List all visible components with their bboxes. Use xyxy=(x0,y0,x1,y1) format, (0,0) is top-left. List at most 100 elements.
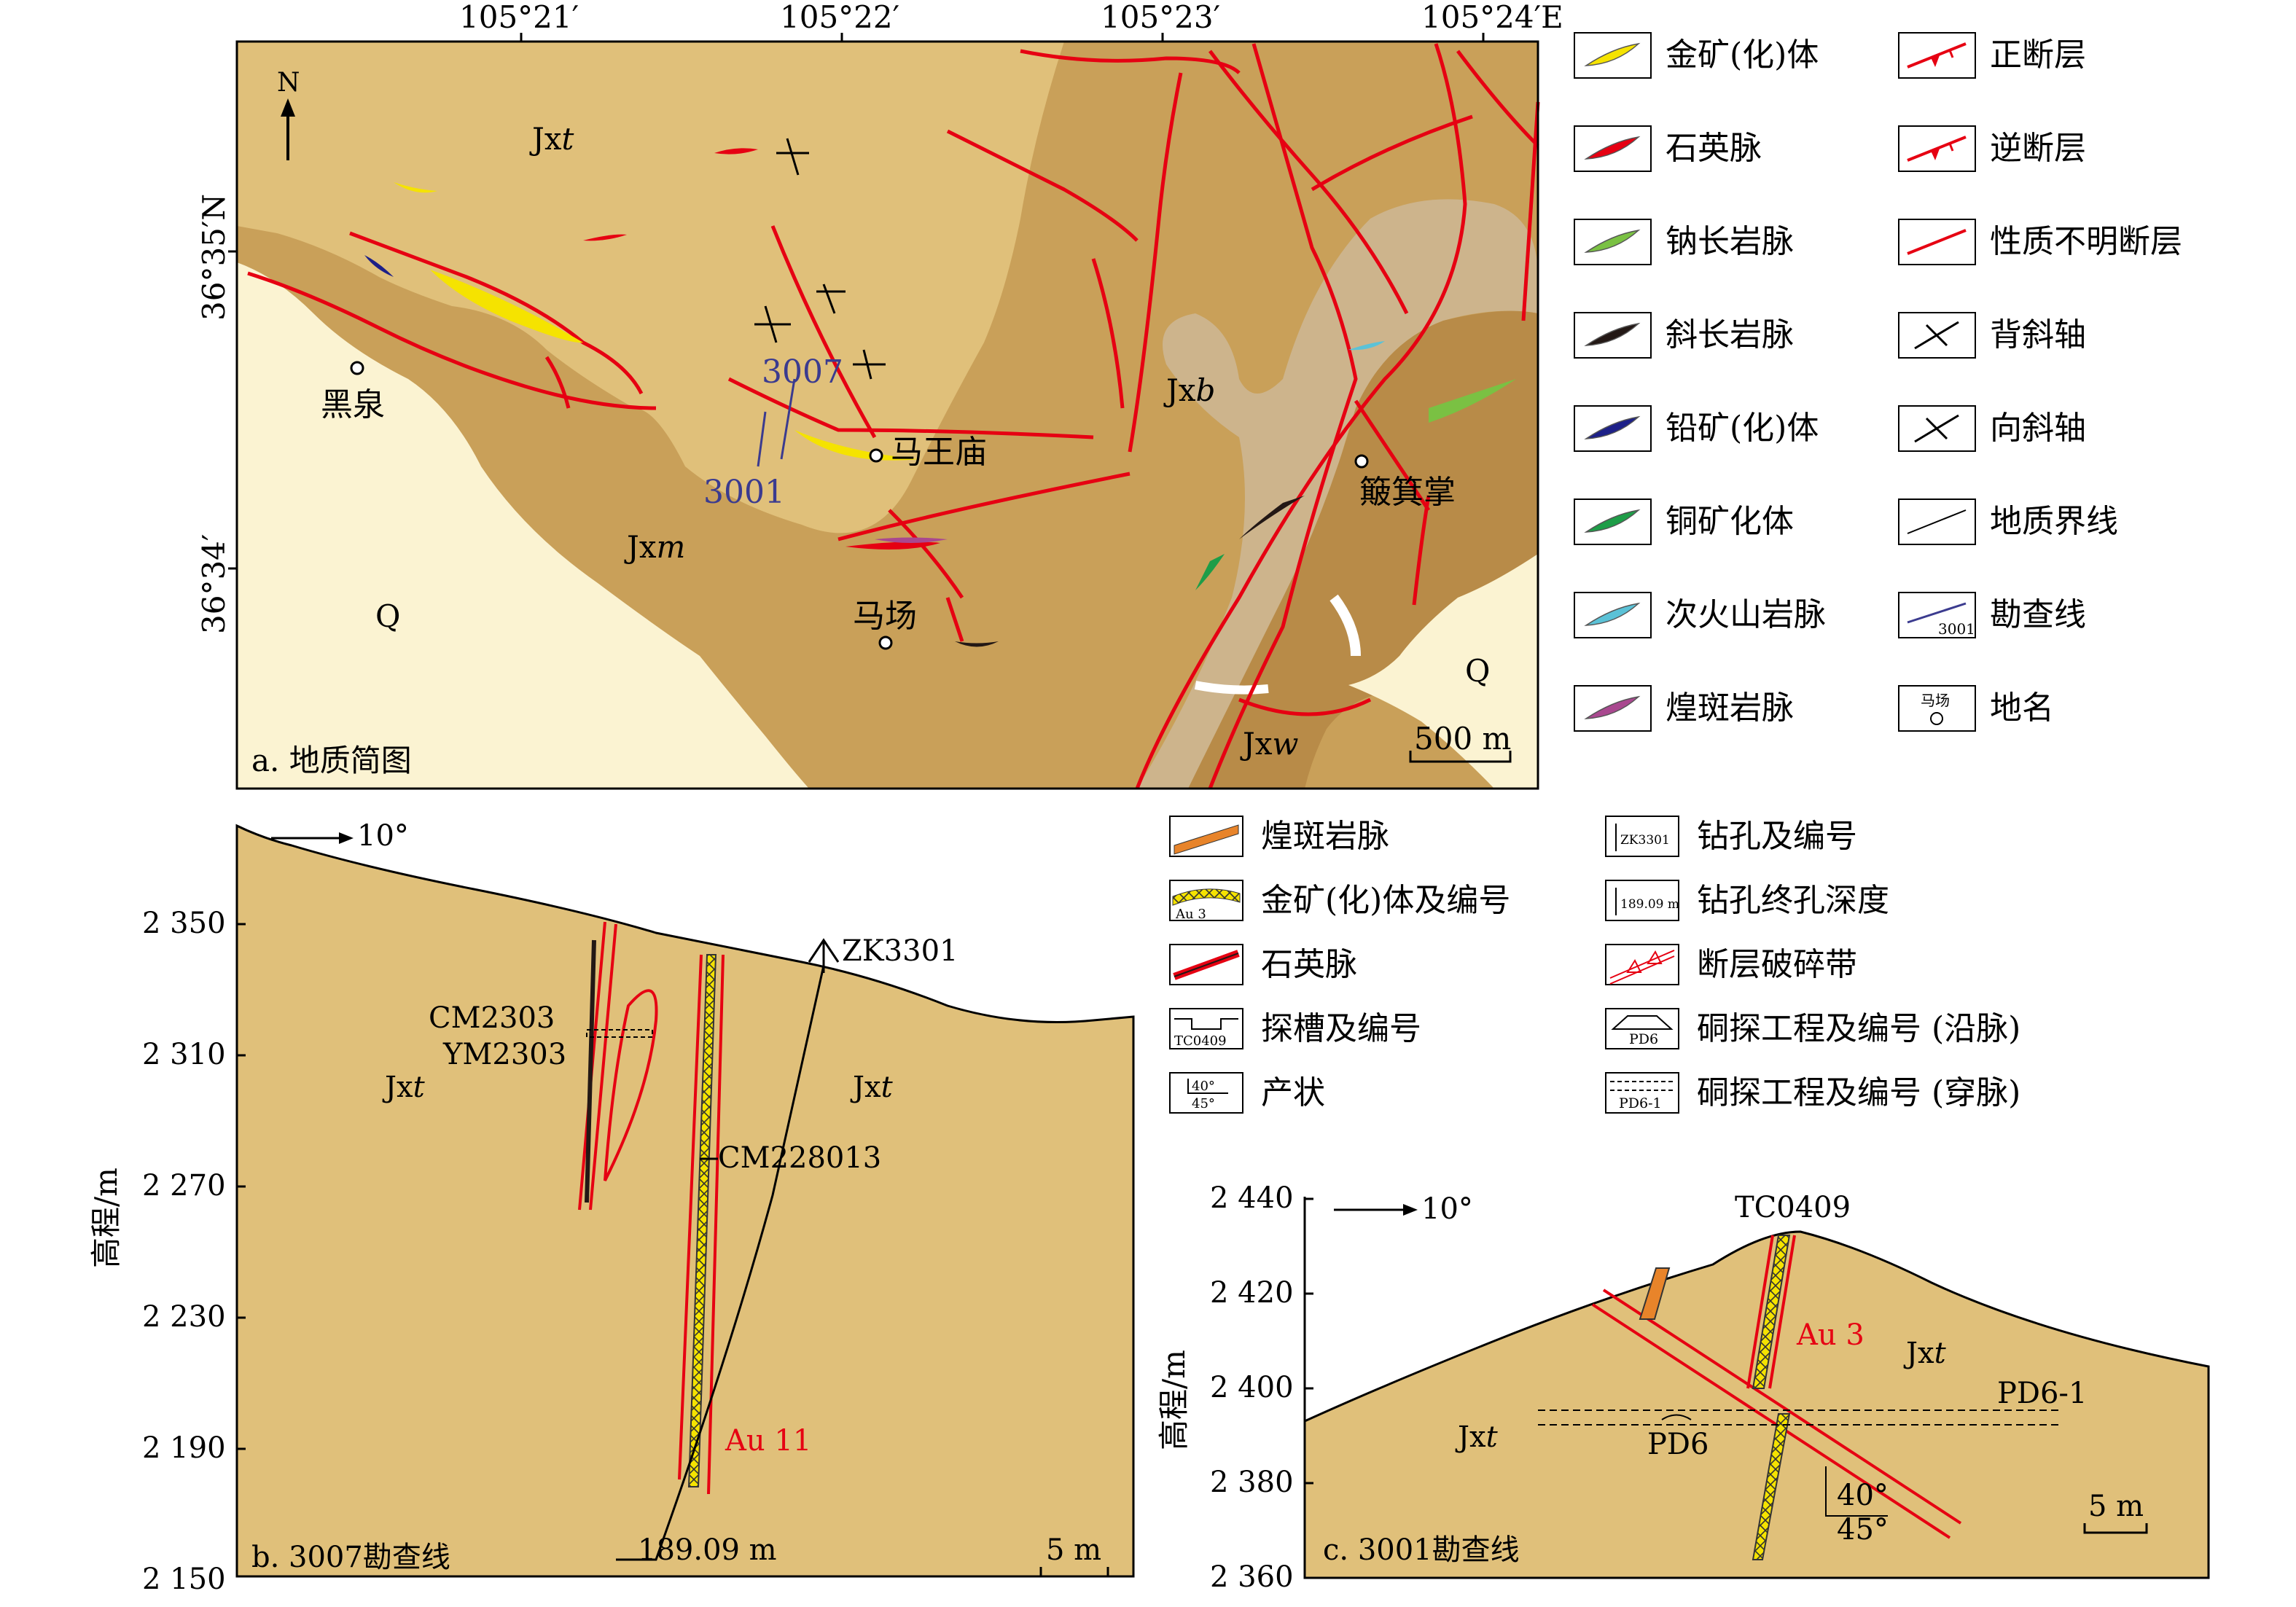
section-b-ytick-6: 2 150 xyxy=(142,1563,226,1596)
section-c-ytick-4: 2 380 xyxy=(1210,1466,1294,1499)
section-b-au11-label: Au 11 xyxy=(725,1424,811,1458)
subvolcanic-vein xyxy=(1348,341,1385,351)
legend-b-item: 石英脉 xyxy=(1169,944,1357,985)
section-b-ytick-3: 2 270 xyxy=(142,1169,226,1203)
legend-b-label: 硐探工程及编号 (沿脉) xyxy=(1697,1010,2020,1047)
legend-a-label: 勘查线 xyxy=(1990,596,2086,633)
section-c-ytick-3: 2 400 xyxy=(1210,1371,1294,1404)
svg-text:Au 3: Au 3 xyxy=(1175,907,1206,922)
section-c-scale-bar xyxy=(2083,1523,2148,1534)
section-c-pd6-label: PD6 xyxy=(1647,1428,1709,1461)
legend-a-item: 背斜轴 xyxy=(1898,312,2086,359)
legend-a-label: 煌斑岩脉 xyxy=(1666,689,1794,727)
unit-jxm-label: Jxm xyxy=(624,529,685,565)
svg-text:PD6: PD6 xyxy=(1629,1031,1658,1047)
legend-a-item: 铜矿化体 xyxy=(1574,498,1794,545)
section-c-pd61-label: PD6-1 xyxy=(1997,1377,2087,1410)
svg-text:45°: 45° xyxy=(1192,1096,1215,1111)
legend-a: 金矿(化)体石英脉钠长岩脉斜长岩脉铅矿(化)体铜矿化体次火山岩脉煌斑岩脉正断层逆… xyxy=(1574,32,2182,732)
fault-line xyxy=(1311,114,1473,192)
exploration-line-label-3007: 3007 xyxy=(762,353,843,391)
place-bojizhang: 簸箕掌 xyxy=(1359,474,1456,511)
fault-line xyxy=(837,472,1131,541)
lat-tick-2: 36°34′ xyxy=(196,534,232,634)
fault-line xyxy=(945,597,964,642)
legend-a-label: 向斜轴 xyxy=(1990,410,2086,447)
section-3001: 10° 2 440 2 420 2 400 2 380 2 360 高程/m T… xyxy=(1156,1181,2210,1594)
fault-line xyxy=(888,509,964,599)
legend-b-label: 煌斑岩脉 xyxy=(1261,818,1389,855)
fault-lines xyxy=(247,43,1540,789)
legend-a-label: 背斜轴 xyxy=(1990,316,2086,353)
legend-a-label: 斜长岩脉 xyxy=(1666,316,1794,353)
section-b-ground xyxy=(235,824,1135,1578)
section-b-jxt-left: Jxt xyxy=(382,1071,426,1104)
section-c-jxt-left: Jxt xyxy=(1455,1420,1499,1454)
section-3007: 10° 2 350 2 310 2 270 2 230 2 190 2 150 … xyxy=(88,819,1135,1596)
fault-line xyxy=(1208,50,1409,315)
unit-jxb-label: Jxb xyxy=(1163,372,1215,408)
legend-a-item: 金矿(化)体 xyxy=(1574,32,1819,79)
lon-tick-2: 105°22′ xyxy=(780,0,899,35)
section-b-scale-bar xyxy=(1039,1567,1109,1578)
legend-a-item: 煌斑岩脉 xyxy=(1574,685,1794,732)
section-b-caption: b. 3007勘查线 xyxy=(251,1541,450,1574)
section-b-yaxis xyxy=(237,923,246,1578)
svg-text:PD6-1: PD6-1 xyxy=(1619,1095,1662,1111)
legend-a-label: 次火山岩脉 xyxy=(1666,596,1826,633)
fault-line xyxy=(349,231,644,395)
fault-line xyxy=(946,129,1139,242)
section-b-ytick-2: 2 310 xyxy=(142,1038,226,1071)
fold-axes xyxy=(754,138,886,380)
map-scale-label: 500 m xyxy=(1414,721,1511,756)
section-b-azimuth: 10° xyxy=(357,819,409,853)
section-b-ytick-1: 2 350 xyxy=(142,907,226,940)
lon-tick-3: 105°23′ xyxy=(1101,0,1220,35)
svg-text:40°: 40° xyxy=(1192,1079,1215,1094)
section-c-au3-label: Au 3 xyxy=(1796,1318,1864,1352)
legend-b-label: 金矿(化)体及编号 xyxy=(1261,882,1510,919)
map-caption: a. 地质简图 xyxy=(251,743,412,778)
svg-text:马场: 马场 xyxy=(1921,692,1950,709)
legend-a-label: 地名 xyxy=(1990,689,2054,727)
legend-b-item: 断层破碎带 xyxy=(1605,944,1857,985)
section-c-azimuth: 10° xyxy=(1421,1192,1473,1226)
fault-line xyxy=(1456,50,1539,147)
legend-b-label: 钻孔及编号 xyxy=(1697,818,1857,855)
legend-b-label: 产状 xyxy=(1261,1074,1325,1111)
place-heiquan: 黑泉 xyxy=(321,386,385,423)
place-mawangmiao: 马王庙 xyxy=(891,434,987,471)
unit-q-left-area xyxy=(237,262,809,789)
unit-jxt-label: Jxt xyxy=(529,121,574,157)
fault-line xyxy=(1354,399,1431,512)
section-b-drill-depth: 189.09 m xyxy=(638,1533,777,1567)
legend-a-label: 钠长岩脉 xyxy=(1666,223,1794,260)
unit-jxb-area xyxy=(1137,199,1538,789)
lon-tick-4: 105°24′E xyxy=(1421,0,1563,35)
section-c-dip2: 45° xyxy=(1837,1513,1889,1547)
section-b-ylabel: 高程/m xyxy=(88,1168,124,1268)
section-b-scale-label: 5 m xyxy=(1046,1533,1101,1567)
section-c-scale-label: 5 m xyxy=(2088,1490,2144,1523)
unit-q-right-label: Q xyxy=(1465,653,1490,689)
section-b-cm2303-label: CM2303 xyxy=(429,1001,555,1035)
section-c-dip1: 40° xyxy=(1837,1479,1889,1512)
section-b-ytick-5: 2 190 xyxy=(142,1431,226,1465)
section-b-cm228013-label: CM228013 xyxy=(718,1141,881,1175)
fault-line xyxy=(727,377,1094,439)
section-c-ylabel: 高程/m xyxy=(1156,1350,1192,1450)
legend-a-label: 性质不明断层 xyxy=(1990,223,2182,260)
fault-line xyxy=(247,271,657,410)
quartz-veins xyxy=(583,148,940,550)
legend-a-item: 钠长岩脉 xyxy=(1574,219,1794,265)
map-ticks xyxy=(228,33,1485,570)
legend-a-label: 地质界线 xyxy=(1990,503,2118,540)
legend-a-item: 向斜轴 xyxy=(1898,405,2086,452)
legend-a-item: 逆断层 xyxy=(1898,125,2086,172)
section-c-caption: c. 3001勘查线 xyxy=(1323,1533,1520,1567)
